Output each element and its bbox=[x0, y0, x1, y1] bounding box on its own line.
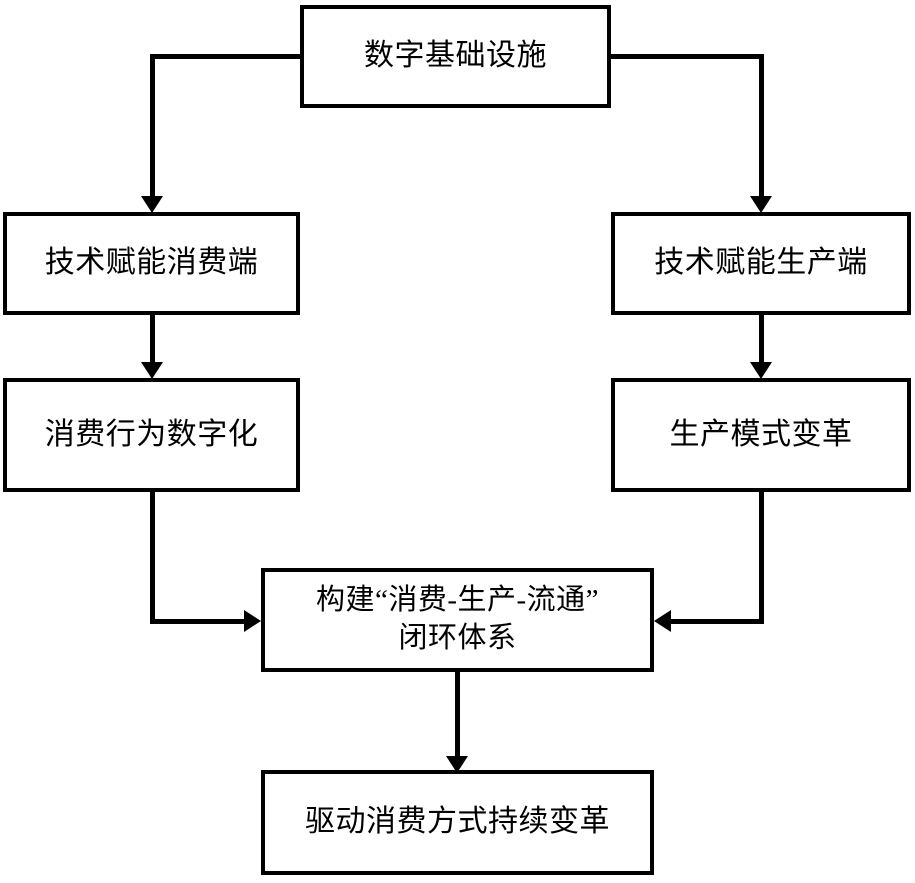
node-digital-infrastructure[interactable]: 数字基础设施 bbox=[300, 5, 611, 108]
node-drive-consumption-reform[interactable]: 驱动消费方式持续变革 bbox=[261, 770, 654, 875]
node-closed-loop-system[interactable]: 构建“消费-生产-流通” 闭环体系 bbox=[261, 568, 654, 672]
node-label: 技术赋能消费端 bbox=[44, 246, 259, 280]
node-label: 驱动消费方式持续变革 bbox=[305, 805, 610, 839]
arrowhead-top-to-right-tech bbox=[750, 196, 772, 213]
node-label: 生产模式变革 bbox=[669, 417, 853, 451]
node-label: 数字基础设施 bbox=[364, 39, 547, 73]
edge-right-tech-to-right-mode bbox=[759, 314, 764, 364]
arrowhead-top-to-left-tech bbox=[141, 196, 163, 213]
node-label: 构建“消费-生产-流通” 闭环体系 bbox=[315, 584, 600, 654]
edge-right-mode-to-center-horizontal bbox=[671, 619, 764, 624]
edge-right-mode-to-center-vertical bbox=[759, 490, 764, 624]
arrowhead-right-tech-to-right-mode bbox=[750, 362, 772, 379]
edge-top-to-right-tech-vertical bbox=[759, 54, 764, 200]
node-production-model-reform[interactable]: 生产模式变革 bbox=[611, 378, 911, 492]
arrowhead-center-to-bottom bbox=[446, 756, 468, 773]
edge-left-behavior-to-center-vertical bbox=[150, 490, 155, 624]
node-tech-empower-production[interactable]: 技术赋能生产端 bbox=[611, 212, 911, 315]
edge-top-to-left-tech-horizontal bbox=[152, 54, 304, 59]
edge-top-to-right-tech-horizontal bbox=[607, 54, 764, 59]
arrowhead-left-tech-to-left-behavior bbox=[141, 362, 163, 379]
arrowhead-right-mode-to-center bbox=[654, 610, 671, 632]
node-label: 消费行为数字化 bbox=[44, 417, 259, 451]
node-tech-empower-consumer[interactable]: 技术赋能消费端 bbox=[3, 212, 300, 315]
arrowhead-left-behavior-to-center bbox=[244, 610, 261, 632]
node-consumer-behavior-digitalization[interactable]: 消费行为数字化 bbox=[3, 378, 300, 492]
edge-center-to-bottom bbox=[455, 670, 460, 758]
edge-top-to-left-tech-vertical bbox=[150, 54, 155, 200]
edge-left-behavior-to-center-horizontal bbox=[150, 619, 245, 624]
edge-left-tech-to-left-behavior bbox=[150, 314, 155, 364]
node-label: 技术赋能生产端 bbox=[654, 246, 868, 280]
